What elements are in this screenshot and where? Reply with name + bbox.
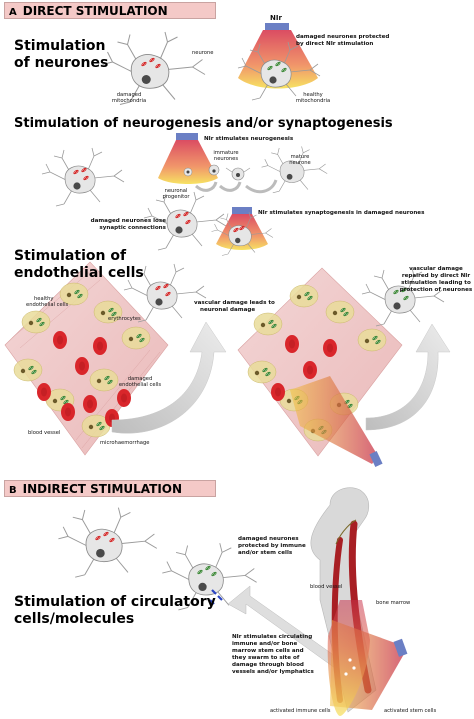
label-immune-protect-1: damaged neurones [238,536,299,542]
label-progenitor-1: neuronal [164,188,188,194]
label-damaged-endo-2: endothelial cells [118,382,162,388]
neurone-group-ng1 [41,147,125,207]
label-circ-5: damage through blood [232,662,304,668]
nir-beam-ng2 [211,207,274,256]
label-healthy-endo-1: healthy [34,296,54,302]
label-healthy-mito-1: healthy [303,92,323,98]
blood-vessel-right [237,267,403,457]
label-repaired-1: vascular damage [409,266,463,272]
nir-beam-endothelial [290,376,383,468]
label-repaired-2: repaired by direct NIr [401,273,471,279]
label-immune-protect-3: and/or stem cells [238,550,293,556]
heading-endothelial-1: Stimulation of [14,248,127,264]
label-immature-2: neurones [213,156,239,162]
heading-circulatory-1: Stimulation of circulatory [14,594,216,610]
nir-beam-ng [158,133,218,184]
label-immune-protect-2: protected by immune [238,543,306,549]
label-repaired-4: protection of neurones [399,287,473,293]
label-bone-marrow: bone marrow [376,600,411,606]
label-circ-3: marrow stem cells and [232,648,304,654]
label-nir-neurogenesis: NIr stimulates neurogenesis [204,136,294,142]
label-immature-1: immature [213,150,239,156]
label-circ-4: they swarm to site of [232,655,300,661]
repaired-neurone [361,267,451,431]
label-repaired-3: stimulation leading to [401,280,471,286]
section-a-banner: A DIRECT STIMULATION [4,2,216,19]
label-vascular-leads-1: vascular damage leads to [194,300,275,306]
label-erythrocytes: erythrocytes [108,316,141,322]
label-circ-1: NIr stimulates circulating [232,634,313,640]
label-activated-immune: activated immune cells [270,708,331,714]
immature-neurones [195,164,278,194]
section-b-title: INDIRECT STIMULATION [22,482,183,496]
heading-neurogenesis: Stimulation of neurogenesis and/or synap… [14,116,393,131]
label-healthy-endo-2: endothelial cells [26,302,69,308]
label-activated-stem: activated stem cells [384,708,437,714]
label-lose-2: synaptic connections [99,225,166,231]
nir-beam-circulatory [327,600,408,716]
neurone-group-b2 [161,542,258,611]
label-mature-1: mature [290,154,310,160]
blood-vessel-left [4,261,169,456]
label-nir-a: NIr [270,14,282,22]
heading-circulatory-2: cells/molecules [14,611,135,627]
label-protected-1: damaged neurones protected [296,34,390,40]
section-b-banner: B INDIRECT STIMULATION [4,480,216,497]
label-circ-2: immune and/or bone [232,641,298,647]
label-neurone: neurone [192,50,214,56]
label-healthy-mito-2: mitochondria [295,98,331,104]
label-damaged-mito-1: damaged [116,92,142,98]
label-lose-1: damaged neurones lose [90,218,166,224]
label-mature-2: neurone [289,160,311,166]
heading-neurones-2: of neurones [14,55,109,71]
nir-beam-a1 [238,23,318,89]
label-microhaem: microhaemorrhage [100,440,150,446]
label-damaged-endo-1: damaged [127,376,153,382]
heading-neurones-1: Stimulation [14,38,106,54]
neurone-group-b1 [57,507,158,578]
section-a-title: DIRECT STIMULATION [22,4,168,18]
heading-endothelial-2: endothelial cells [14,265,144,281]
label-progenitor-2: progenitor [162,194,190,200]
label-nir-synaptogenesis: NIr stimulates synaptogenesis in damaged… [258,210,425,216]
section-a-letter: A [9,7,17,18]
section-b-letter: B [9,485,17,496]
label-vascular-leads-2: neuronal damage [200,307,256,313]
label-blood-vessel: blood vessel [28,430,61,436]
vascular-damage-neurone [111,263,227,434]
label-blood-vessel-b: blood vessel [310,584,343,590]
label-damaged-mito-2: mitochondria [111,98,147,104]
label-protected-2: by direct NIr stimulation [296,41,374,47]
label-circ-6: vessels and/or lymphatics [232,669,314,675]
